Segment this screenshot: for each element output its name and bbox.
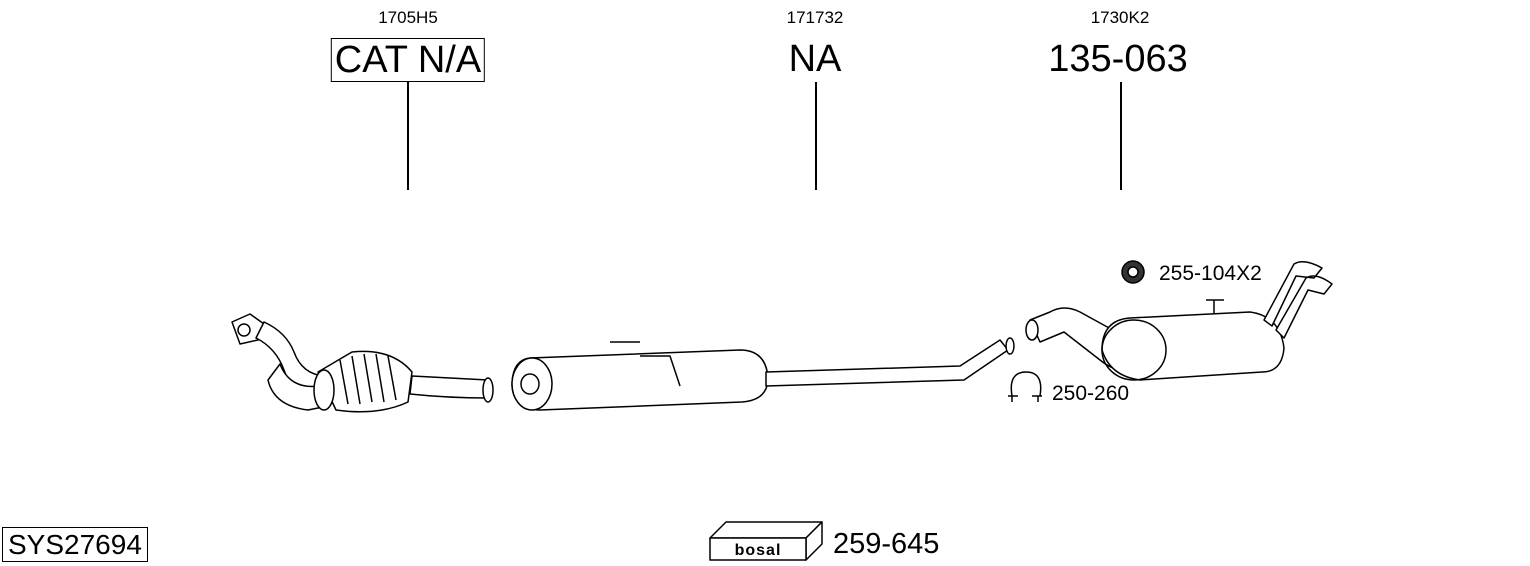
middle-silencer-drawing (511, 337, 1015, 411)
mounting-kit-number[interactable]: 259-645 (833, 528, 940, 560)
part-number-3[interactable]: 135-063 (1048, 38, 1188, 80)
bosal-logo-box: bosal (709, 521, 823, 561)
part-number-2[interactable]: NA (788, 38, 842, 80)
catalytic-converter-drawing (231, 313, 494, 413)
part-code-1: 1705H5 (378, 8, 438, 27)
leader-line-1 (407, 82, 409, 190)
leader-line-3 (1120, 82, 1122, 190)
leader-line-2 (815, 82, 817, 190)
rubber-mount-label[interactable]: 255-104X2 (1159, 262, 1262, 285)
part-code-2: 171732 (786, 8, 844, 27)
system-id: SYS27694 (2, 527, 148, 562)
rear-silencer-drawing (1025, 261, 1333, 381)
part-code-3: 1730K2 (1090, 8, 1150, 27)
clamp-icon (1008, 371, 1042, 402)
rubber-mount-icon (1121, 260, 1145, 284)
part-number-1[interactable]: CAT N/A (330, 38, 486, 82)
bosal-brand-text: bosal (735, 542, 782, 559)
clamp-label[interactable]: 250-260 (1052, 382, 1130, 405)
